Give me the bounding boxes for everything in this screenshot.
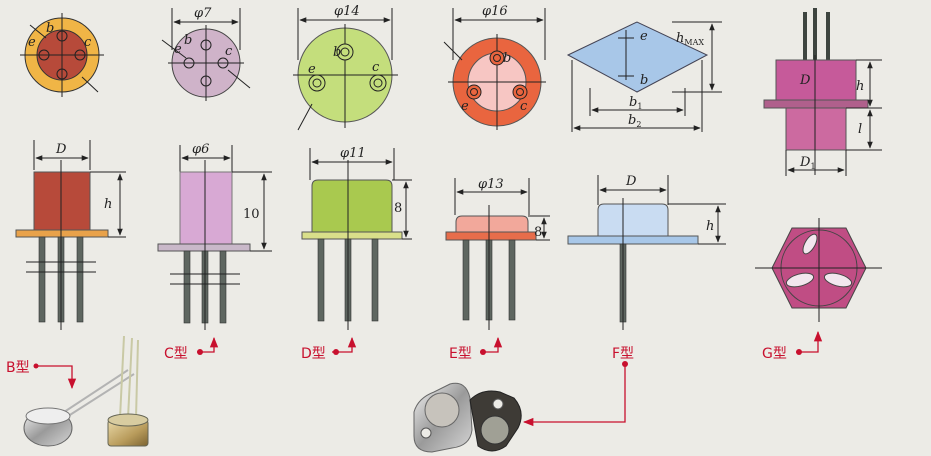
top-view-orange: e b c: [20, 13, 104, 97]
dim-D: D: [55, 142, 67, 157]
lead: [317, 238, 325, 322]
pin-label-e: e: [308, 62, 316, 77]
dim-b2: b2: [628, 113, 641, 129]
dim-D: D: [799, 73, 811, 88]
dim-h-max: hMAX: [676, 31, 704, 47]
dim-D1: D1: [799, 155, 816, 171]
dim-phi-16: φ16: [482, 4, 508, 19]
top-view-g-type: [755, 218, 882, 322]
dim-l: l: [858, 122, 862, 137]
pin-label-b: b: [184, 33, 192, 48]
dim-10: 10: [243, 207, 260, 222]
type-label-c: C型: [164, 346, 188, 362]
dim-8: 8: [534, 225, 542, 240]
pin-label-e: e: [28, 35, 36, 50]
pin-label-b: b: [46, 21, 54, 36]
side-view-b-type: D h: [15, 140, 126, 330]
dim-b1: b1: [629, 95, 642, 111]
can-flange: [763, 99, 869, 109]
can-flange: [445, 231, 537, 241]
lead: [371, 238, 379, 322]
can-body: [311, 179, 393, 233]
side-view-f-type: D h: [567, 174, 726, 330]
dim-h: h: [706, 219, 714, 234]
side-view-magenta: D h l D1: [763, 8, 882, 176]
can-flange: [567, 235, 699, 245]
dim-h: h: [856, 79, 864, 94]
can-flange: [301, 231, 403, 240]
top-view-lilac: φ7 e b c: [161, 6, 251, 101]
type-label-b: B型: [6, 360, 30, 376]
dim-h: h: [104, 197, 112, 212]
dim-D: D: [625, 174, 637, 189]
pin-label-e: e: [461, 99, 469, 114]
pin-label-e: e: [640, 29, 648, 44]
lead: [76, 236, 84, 323]
can-body: [455, 215, 529, 233]
type-label-e: E型: [449, 346, 472, 362]
lead: [219, 250, 227, 324]
pin-label-b: b: [333, 45, 341, 60]
lead: [508, 239, 516, 321]
dim-8: 8: [394, 201, 402, 216]
type-label-d: D型: [301, 346, 326, 362]
pin-label-c: c: [84, 35, 92, 50]
lead: [38, 236, 46, 323]
photo-f-type-transistors: [413, 382, 522, 453]
lead: [462, 239, 470, 321]
side-view-d-type: φ11 8: [301, 146, 412, 330]
top-view-diamond: e b hMAX b1 b2: [566, 21, 722, 132]
dim-phi-14: φ14: [334, 4, 360, 19]
side-view-c-type: φ6 10: [157, 142, 272, 330]
type-label-g: G型: [762, 346, 787, 362]
photo-b-type-transistors: [23, 335, 149, 447]
pin-label-b: b: [640, 73, 648, 88]
diamond-body: [566, 21, 709, 93]
dim-phi-11: φ11: [340, 146, 366, 161]
top-view-lime: φ14 b e c: [293, 4, 398, 131]
dim-phi-7: φ7: [194, 6, 212, 21]
can-body: [179, 171, 233, 245]
can-body: [775, 59, 857, 103]
dim-phi-13: φ13: [478, 177, 504, 192]
type-label-f: F型: [612, 346, 634, 362]
can-body: [597, 203, 669, 237]
side-view-e-type: φ13 8: [445, 177, 550, 330]
can-flange: [157, 243, 251, 252]
pin-label-c: c: [372, 60, 380, 75]
dim-phi-6: φ6: [192, 142, 209, 157]
pin-label-c: c: [520, 99, 528, 114]
can-flange: [15, 229, 109, 238]
can-body: [33, 171, 91, 231]
lead: [183, 250, 191, 324]
pin-label-b: b: [503, 51, 511, 66]
pin-label-c: c: [225, 44, 233, 59]
top-view-red: φ16 b e c: [443, 4, 546, 130]
pin-label-e: e: [174, 42, 182, 57]
